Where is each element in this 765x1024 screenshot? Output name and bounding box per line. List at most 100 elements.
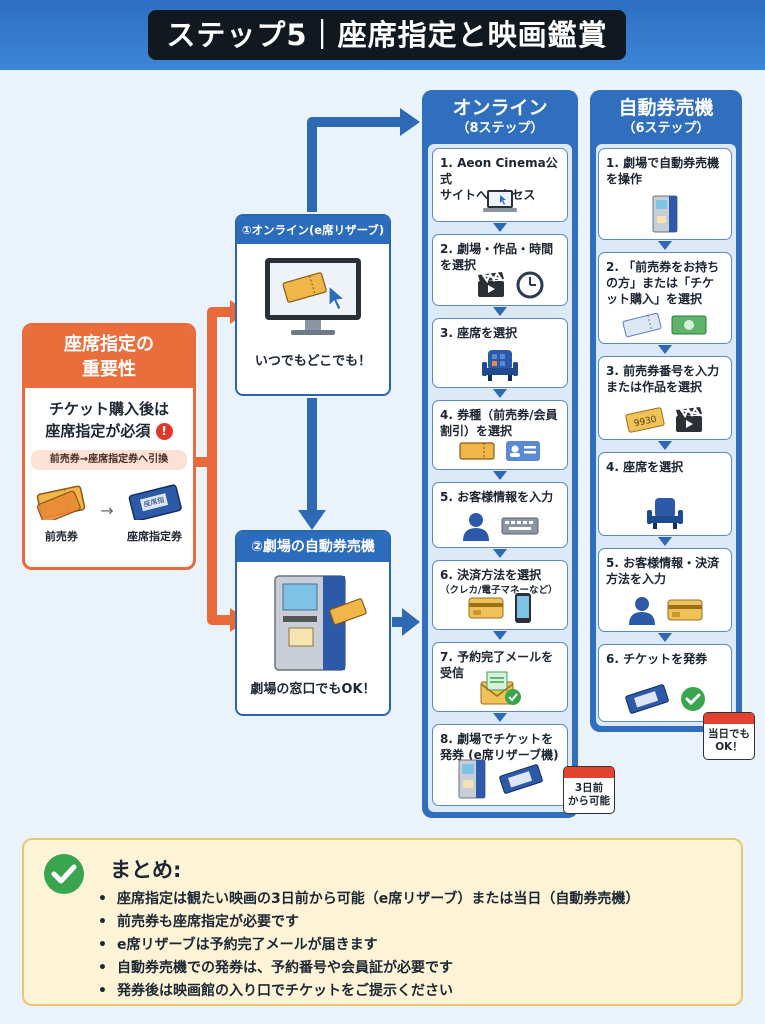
cash-icon [670, 313, 708, 337]
flow-step-line: 3. 前売券番号を入力 [606, 364, 720, 378]
flow-step: 1. 劇場で自動券売機を操作 [598, 148, 732, 240]
flow-step: 4. 券種（前売券/会員割引）を選択 [432, 400, 568, 470]
id-card-icon [504, 438, 542, 464]
down-arrow-icon [658, 537, 672, 546]
person-icon [626, 594, 658, 626]
flow-step: 5. お客様情報を入力 [432, 482, 568, 548]
flow-step-label: 3. 座席を選択 [440, 325, 561, 341]
mail-check-icon [477, 670, 523, 706]
flow-step-label: 8. 劇場でチケットを発券 (e席リザーブ機) [440, 731, 561, 763]
page-title: ステップ5｜座席指定と映画鑑賞 [148, 10, 626, 60]
ticket-kiosk-icon [274, 575, 367, 671]
flow-step: 2. 劇場・作品・時間を選択 [432, 234, 568, 306]
flow-step-label: 3. 前売券番号を入力または作品を選択 [606, 363, 725, 395]
flow-step-line: ット購入」を選択 [606, 292, 703, 306]
online-method-caption: いつでもどこでも！ [254, 354, 372, 369]
flow-step-line: 4. 座席を選択 [606, 460, 684, 474]
credit-card-icon [467, 595, 505, 621]
flow-step-line: または作品を選択 [606, 380, 703, 394]
down-arrow-icon [493, 307, 507, 316]
clock-icon [515, 270, 545, 300]
flow-step-line: 6. チケットを発券 [606, 652, 708, 666]
importance-header-line: 座席指定の [64, 334, 154, 355]
flow-step-label: 6. 決済方法を選択 （クレカ/電子マネーなど） [440, 567, 561, 599]
kiosk-flow-subtitle: （6ステップ） [622, 121, 710, 136]
summary-item: 前売券も座席指定が必要です [98, 911, 639, 934]
exchange-note: 前売券→座席指定券へ引換 [31, 450, 187, 470]
summary-item: 自動券売機での発券は、予約番号や会員証が必要です [98, 957, 639, 980]
online-flow-title: オンライン [452, 97, 548, 119]
flow-step-label: 4. 座席を選択 [606, 459, 725, 475]
ticket-number: 9930 [633, 415, 658, 430]
seat-ticket-label: 座席指定券 [127, 530, 183, 543]
down-arrow-icon [493, 713, 507, 722]
seat-icon [643, 496, 687, 530]
down-arrow-icon [493, 549, 507, 558]
computer-icon [265, 258, 361, 335]
down-arrow-icon [493, 389, 507, 398]
ticket-icon [622, 312, 662, 338]
flow-step: 5. お客様情報・決済方法を入力 [598, 548, 732, 632]
flow-step: 3. 座席を選択 [432, 318, 568, 388]
flow-step: 8. 劇場でチケットを発券 (e席リザーブ機) [432, 724, 568, 806]
warning-icon: ! [155, 423, 173, 440]
flow-step-line: 1. 劇場で自動券売機 [606, 156, 720, 170]
credit-card-icon [666, 597, 704, 623]
tickets-icon [497, 762, 545, 796]
online-method-box: ①オンライン(e席リザーブ) いつでもどこでも！ [235, 214, 391, 396]
seat-icon [478, 348, 522, 382]
flow-step: 3. 前売券番号を入力または作品を選択 9930 [598, 356, 732, 440]
calendar-badge-line: 当日でも [708, 728, 750, 740]
calendar-badge-line: OK！ [715, 741, 743, 753]
importance-box: 座席指定の 重要性 チケット購入後は 座席指定が必須 ! 前売券→座席指定券へ引… [22, 323, 196, 570]
flow-step-label: 2. 「前売券をお持ちの方」または「チケット購入」を選択 [606, 259, 725, 307]
importance-header-line: 重要性 [82, 359, 136, 380]
flow-step-label: 1. 劇場で自動券売機を操作 [606, 155, 725, 187]
kiosk-flow-title: 自動券売機 [618, 97, 714, 119]
flow-step: 7. 予約完了メールを受信 [432, 642, 568, 712]
flow-step-line: 5. お客様情報を入力 [440, 490, 554, 504]
check-circle-icon [679, 685, 707, 713]
importance-header: 座席指定の 重要性 [25, 326, 193, 388]
online-method-header: ①オンライン(e席リザーブ) [237, 216, 389, 244]
down-arrow-icon [493, 631, 507, 640]
flow-step-line: 4. 券種（前売券/会員 [440, 408, 558, 422]
clapperboard-icon [673, 406, 705, 434]
check-circle-icon [44, 854, 84, 894]
summary-item: 座席指定は観たい映画の3日前から可能（e席リザーブ）または当日（自動券売機） [98, 888, 639, 911]
flow-step: 4. 座席を選択 [598, 452, 732, 536]
ticket-kiosk-icon [650, 194, 680, 234]
seat-ticket-icon: 座席指 [128, 484, 182, 522]
flow-step-line: 発券 (e席リザーブ機) [440, 748, 559, 762]
importance-line: チケット購入後は [48, 400, 169, 418]
smartphone-icon [513, 592, 533, 624]
kiosk-method-header: ②劇場の自動券売機 [237, 532, 389, 562]
flow-step-line: 2. 劇場・作品・時間 [440, 242, 554, 256]
ticket-kiosk-icon [455, 758, 489, 800]
down-arrow-icon [658, 241, 672, 250]
flow-step-line: 5. お客様情報・決済 [606, 556, 720, 570]
importance-text: チケット購入後は 座席指定が必須 ! [25, 398, 193, 442]
three-days-calendar-badge: 3日前 から可能 [563, 766, 615, 814]
flow-step-line: （クレカ/電子マネーなど） [440, 585, 558, 596]
arrow-right-icon: → [100, 501, 114, 520]
flow-step-line: の方」または「チケ [606, 276, 715, 290]
laptop-icon [480, 188, 520, 216]
flow-step-label: 5. お客様情報・決済方法を入力 [606, 555, 725, 587]
same-day-calendar-badge: 当日でも OK！ [703, 712, 755, 760]
flow-step-line: 6. 決済方法を選択 [440, 568, 542, 582]
summary-item: e席リザーブは予約完了メールが届きます [98, 934, 639, 957]
flow-step-line: 3. 座席を選択 [440, 326, 518, 340]
flow-step-line: 7. 予約完了メールを受信 [440, 650, 554, 680]
advance-ticket-icon [37, 485, 86, 524]
calendar-badge-line: 3日前 [574, 782, 604, 794]
numbered-ticket-icon: 9930 [625, 407, 665, 433]
flow-step-line: 1. Aeon Cinema公式 [440, 156, 558, 186]
summary-box: まとめ: 座席指定は観たい映画の3日前から可能（e席リザーブ）または当日（自動券… [22, 838, 743, 1006]
importance-line: 座席指定が必須 [45, 422, 151, 440]
flow-step-line: 2. 「前売券をお持ち [606, 260, 720, 274]
online-flow-subtitle: （8ステップ） [456, 121, 544, 136]
flow-step-line: を選択 [440, 258, 477, 272]
summary-list: 座席指定は観たい映画の3日前から可能（e席リザーブ）または当日（自動券売機） 前… [98, 888, 639, 1003]
flow-step: 2. 「前売券をお持ちの方」または「チケット購入」を選択 [598, 252, 732, 344]
